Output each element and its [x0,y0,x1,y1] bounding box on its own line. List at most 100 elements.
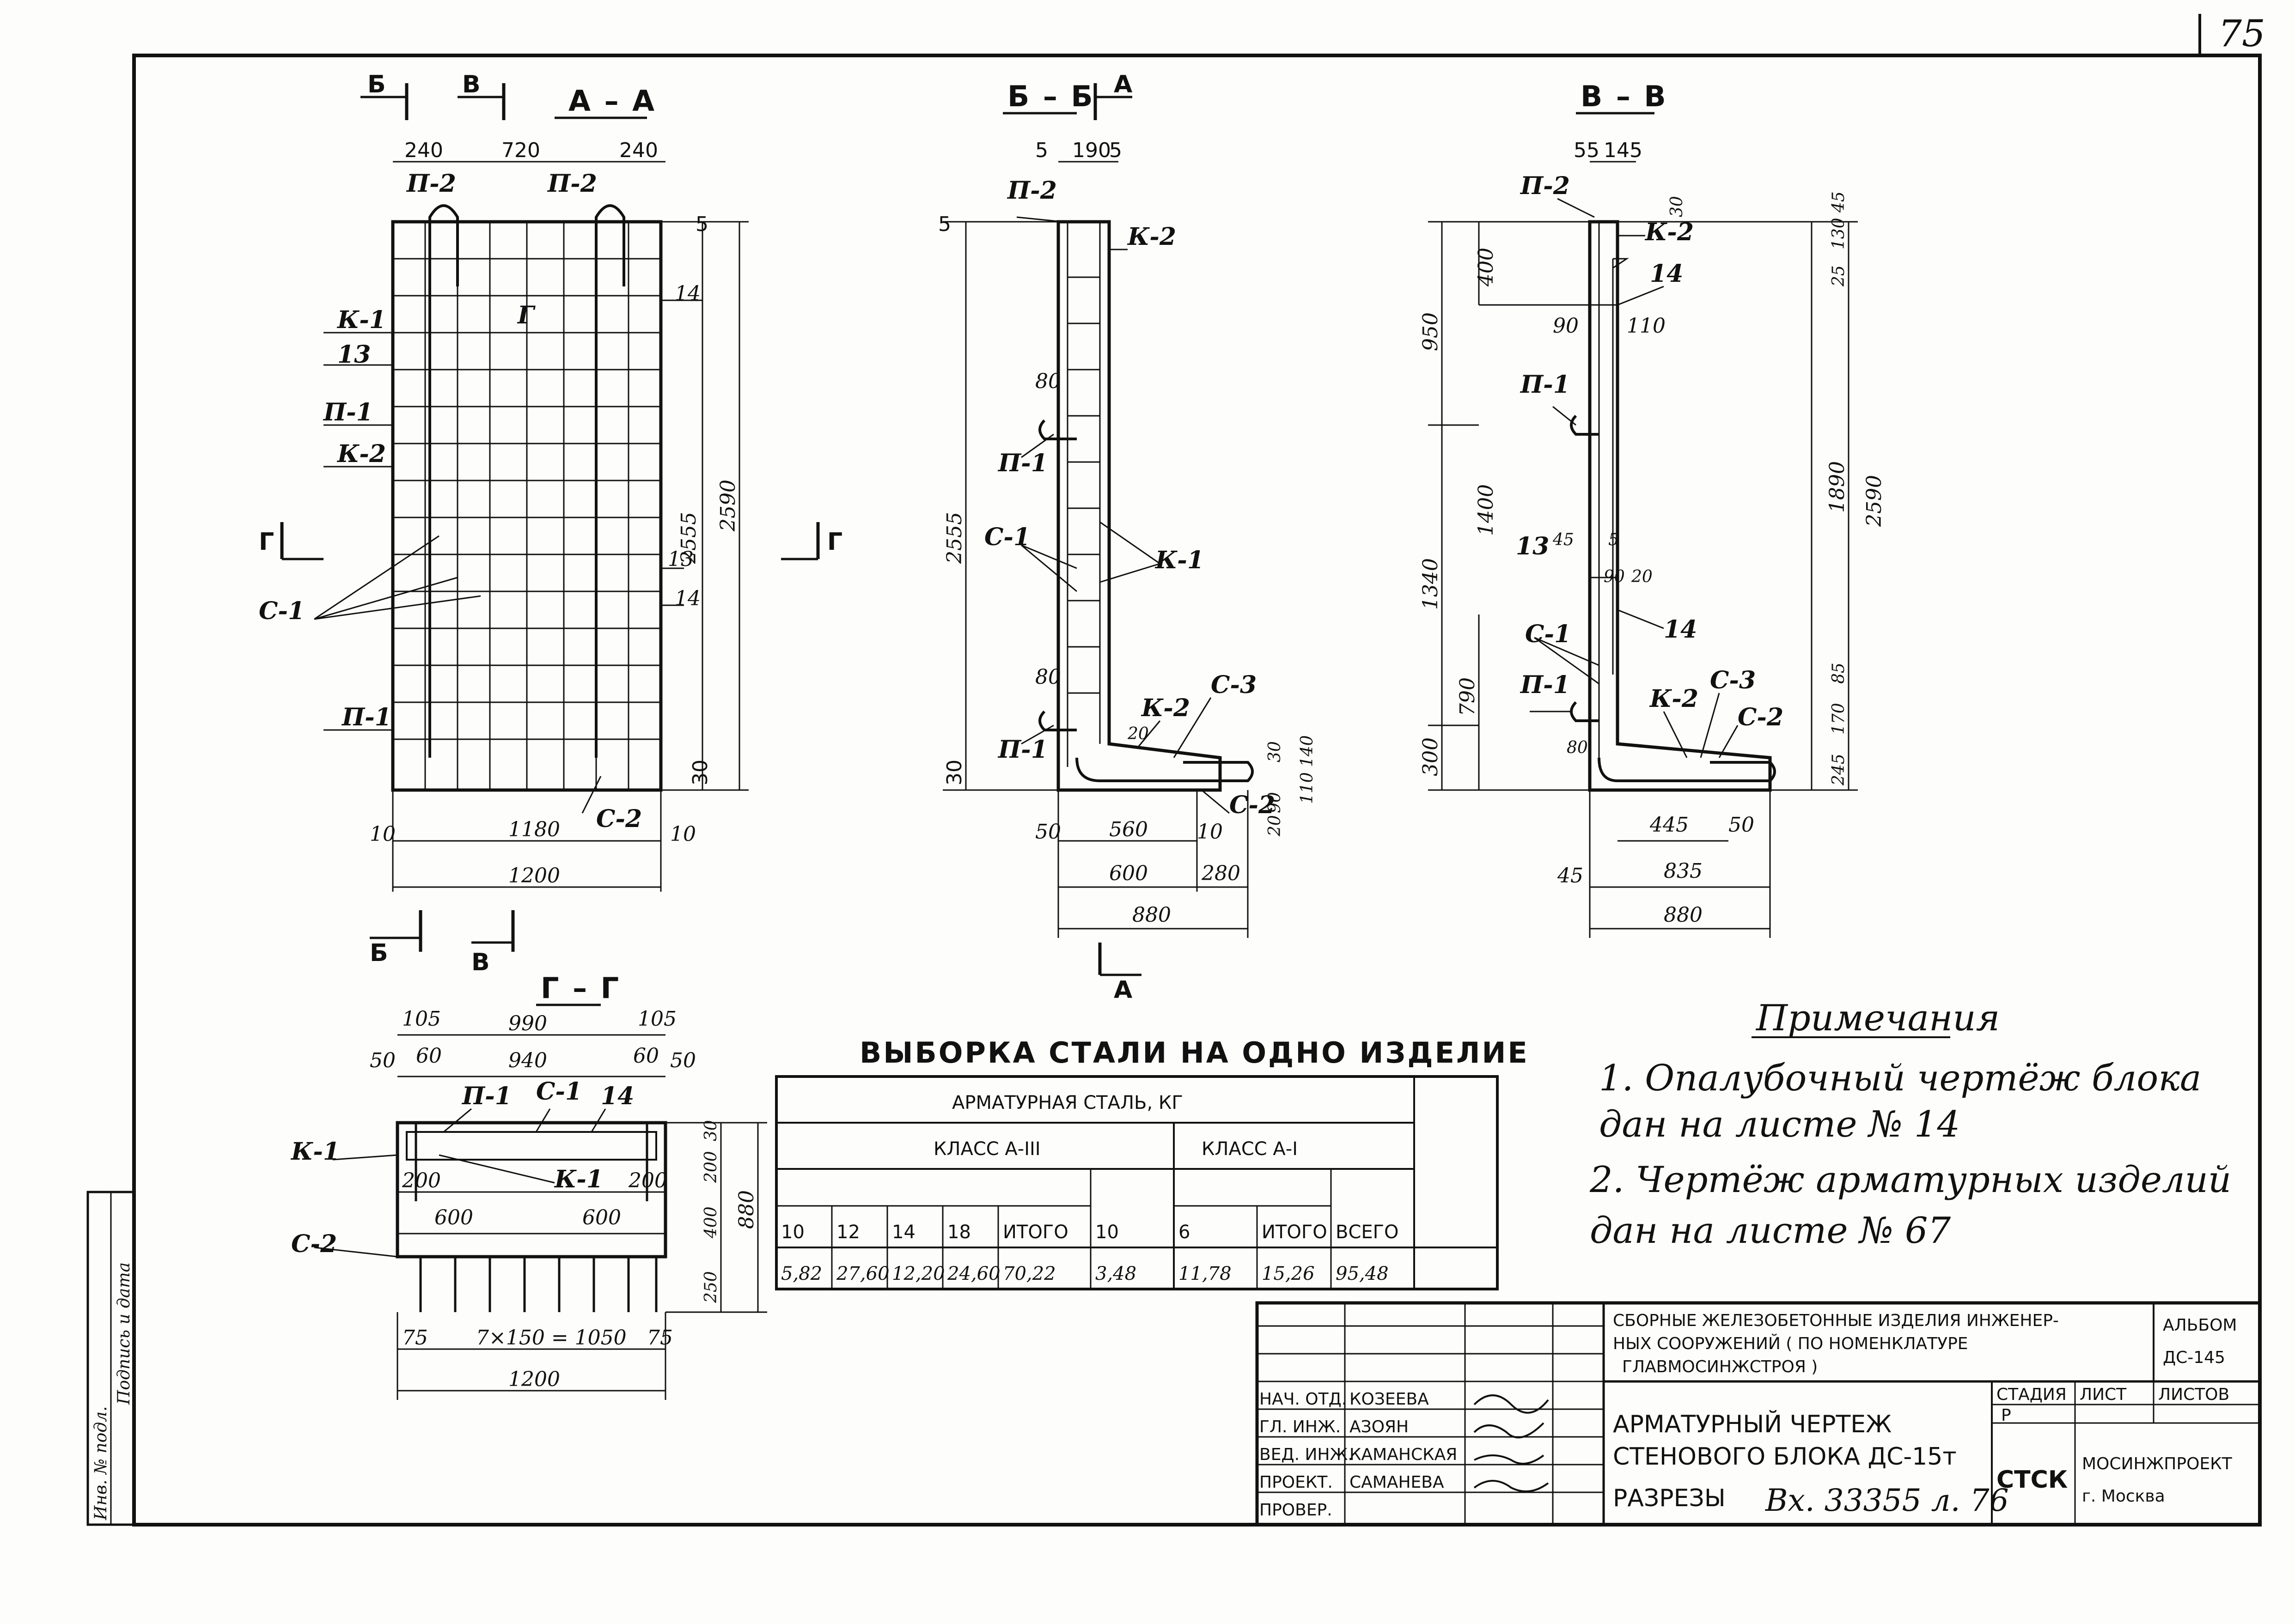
aa-label-k2: К-2 [336,440,386,468]
sheet-frame [132,54,2262,1527]
gg-b-1050: 7×150 = 1050 [476,1326,627,1350]
table-cell: 27,60 [836,1263,890,1284]
table-cell: 70,22 [1003,1263,1056,1284]
view-gg: Г – Г 105 990 105 50 60 940 60 50 П-1 С-… [290,971,767,1400]
vv-r-130: 130 [1829,218,1848,249]
gg-top-50b: 50 [670,1049,696,1072]
gg-r-400: 400 [702,1206,720,1239]
gg-b-75b: 75 [647,1326,673,1350]
aa-label-k1: К-1 [336,306,386,334]
gg-r-30: 30 [702,1120,720,1141]
gg-r-200: 200 [702,1151,720,1183]
vv-label-k2: К-2 [1644,218,1694,246]
table-col-header: 10 [1095,1222,1119,1243]
vv-top-145: 145 [1604,139,1642,162]
tb-album-value: ДС-145 [2163,1348,2225,1367]
tb-role: ПРОЕКТ. [1259,1473,1333,1492]
table-class-a3: КЛАСС А-III [934,1138,1041,1160]
bb-dim-5: 5 [938,213,951,236]
tb-stage-h1: СТАДИЯ [1996,1385,2067,1404]
vv-label-14: 14 [1650,260,1683,288]
bb-label-p2: П-2 [1007,176,1057,205]
vv-in-20: 20 [1631,567,1653,586]
bb-dim-80b: 80 [1035,665,1061,689]
aa-label-c1: С-1 [259,597,305,625]
aa-label-p2a: П-2 [406,170,456,198]
vv-r-1890: 1890 [1825,461,1849,513]
view-vv: В – В 55 145 П-2 К-2 14 П-1 13 С-1 [1419,79,1886,938]
note-2b: дан на листе № 67 [1590,1210,1951,1252]
bb-dim-560: 560 [1109,818,1148,841]
vv-r-25: 25 [1829,265,1848,287]
table-col-header: ИТОГО [1003,1222,1068,1243]
vv-r-85: 85 [1829,663,1848,684]
gg-mid-600a: 600 [434,1206,473,1229]
vv-r-45: 45 [1829,191,1848,213]
vv-label-k2b: К-2 [1649,685,1698,713]
vv-label-c3: С-3 [1710,666,1756,694]
bb-dim-10: 10 [1197,820,1223,844]
bb-dim-20: 20 [1127,724,1149,743]
title-block: СБОРНЫЕ ЖЕЛЕЗОБЕТОННЫЕ ИЗДЕЛИЯ ИНЖЕНЕР- … [1255,1301,2262,1527]
gg-top-50a: 50 [370,1049,396,1072]
vv-in-80: 80 [1567,738,1588,757]
table-col-header: 10 [781,1222,805,1243]
gg-label-k1a: К-1 [290,1137,340,1166]
aa-side-5: 5 [696,213,708,236]
bb-cut-a-top: А [1114,71,1132,98]
aa-label-13: 13 [337,341,371,369]
bb-top-5b: 5 [1109,139,1122,162]
gg-r-250: 250 [702,1271,720,1303]
gg-top-105a: 105 [402,1007,441,1031]
bb-dim-140: 140 [1298,735,1317,767]
gg-mid-600b: 600 [582,1206,621,1229]
vv-label-p1b: П-1 [1520,671,1570,699]
bb-label-k2b: К-2 [1141,694,1190,722]
aa-label-14b: 14 [675,587,701,610]
vv-r-245: 245 [1829,754,1848,786]
gg-top-990: 990 [508,1012,547,1035]
tb-stage-value: Р [2001,1406,2011,1425]
gg-label-p1: П-1 [461,1082,512,1110]
vv-in-90b: 90 [1604,567,1625,586]
table-class-a1: КЛАСС А-I [1202,1138,1298,1160]
bb-dim-110: 110 [1298,772,1317,804]
sheet-number: 75 [2218,12,2265,55]
table-cell: 5,82 [781,1263,822,1284]
table-cell: 3,48 [1095,1263,1136,1284]
tb-inv-number: Вх. 33355 л. 76 [1765,1483,2009,1518]
view-aa: А – А Б В 240 720 240 [259,71,842,976]
vv-left-1400: 1400 [1474,484,1498,536]
tb-role: НАЧ. ОТД. [1259,1390,1347,1409]
tb-drawing-1: АРМАТУРНЫЙ ЧЕРТЕЖ [1613,1410,1892,1438]
gg-label-c1: С-1 [536,1077,582,1106]
tb-album-label: АЛЬБОМ [2163,1316,2237,1335]
aa-label-13b: 13 [668,547,694,571]
gg-mid-200b: 200 [628,1169,667,1192]
tb-project-3: ГЛАВМОСИНЖСТРОЯ ) [1622,1357,1818,1376]
tb-name: КОЗЕЕВА [1349,1390,1429,1409]
cut-mark-b-top: Б [367,71,386,98]
aa-dim-240a: 240 [404,139,443,162]
table-col-header: 6 [1178,1222,1190,1243]
cut-mark-v-bottom: В [471,949,490,976]
table-cell: 24,60 [947,1263,1001,1284]
gg-mid-200a: 200 [402,1169,441,1192]
aa-side-30: 30 [689,760,712,785]
vv-b-50: 50 [1728,813,1754,837]
tb-role: ГЛ. ИНЖ. [1259,1417,1341,1436]
vv-label-14b: 14 [1664,615,1697,644]
bb-dim-600: 600 [1109,862,1148,885]
table-col-header: ИТОГО [1262,1222,1327,1243]
aa-side-2590: 2590 [716,480,740,532]
bb-dim-30: 30 [943,760,966,785]
view-aa-title: А – А [568,84,656,118]
bb-dim-30b: 30 [1265,741,1284,762]
table-cell: 15,26 [1262,1263,1315,1284]
bb-cut-a-bottom: А [1114,976,1132,1004]
table-col-header: 12 [836,1222,860,1243]
aa-bot-10b: 10 [670,822,696,846]
